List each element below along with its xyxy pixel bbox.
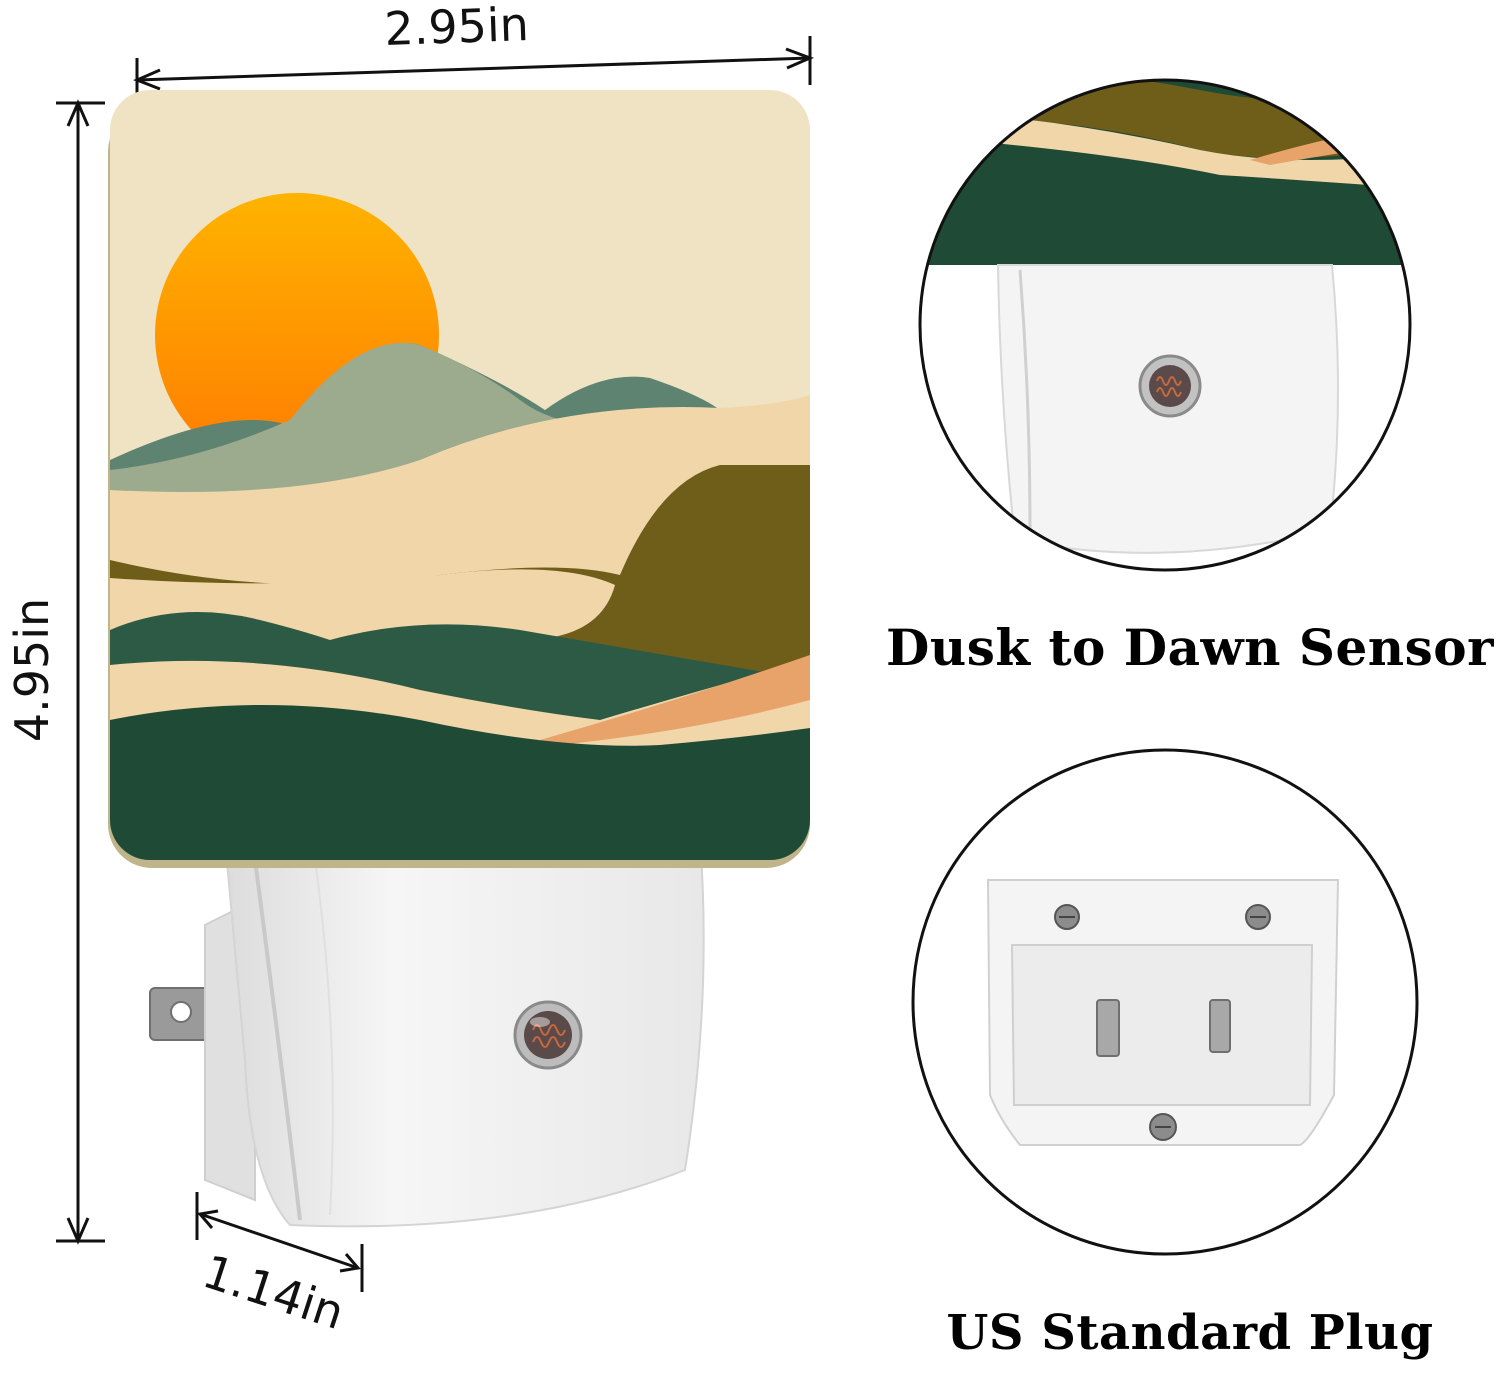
height-dimension [56, 99, 105, 1245]
housing [204, 839, 705, 1228]
plug-detail-circle [911, 748, 1419, 1256]
sensor-caption: Dusk to Dawn Sensor [886, 618, 1494, 677]
art-panel [110, 90, 810, 860]
width-label: 2.95in [383, 0, 529, 56]
night-light-main [108, 90, 810, 1228]
plug-caption: US Standard Plug [946, 1305, 1434, 1361]
plug-prongs [1096, 999, 1231, 1057]
depth-dimension [195, 1192, 364, 1292]
plug-prong [149, 987, 213, 1041]
screw-icon [1054, 904, 1271, 1141]
height-label: 4.95in [5, 598, 59, 742]
light-sensor [513, 1000, 583, 1070]
sensor-detail-circle [918, 78, 1412, 572]
